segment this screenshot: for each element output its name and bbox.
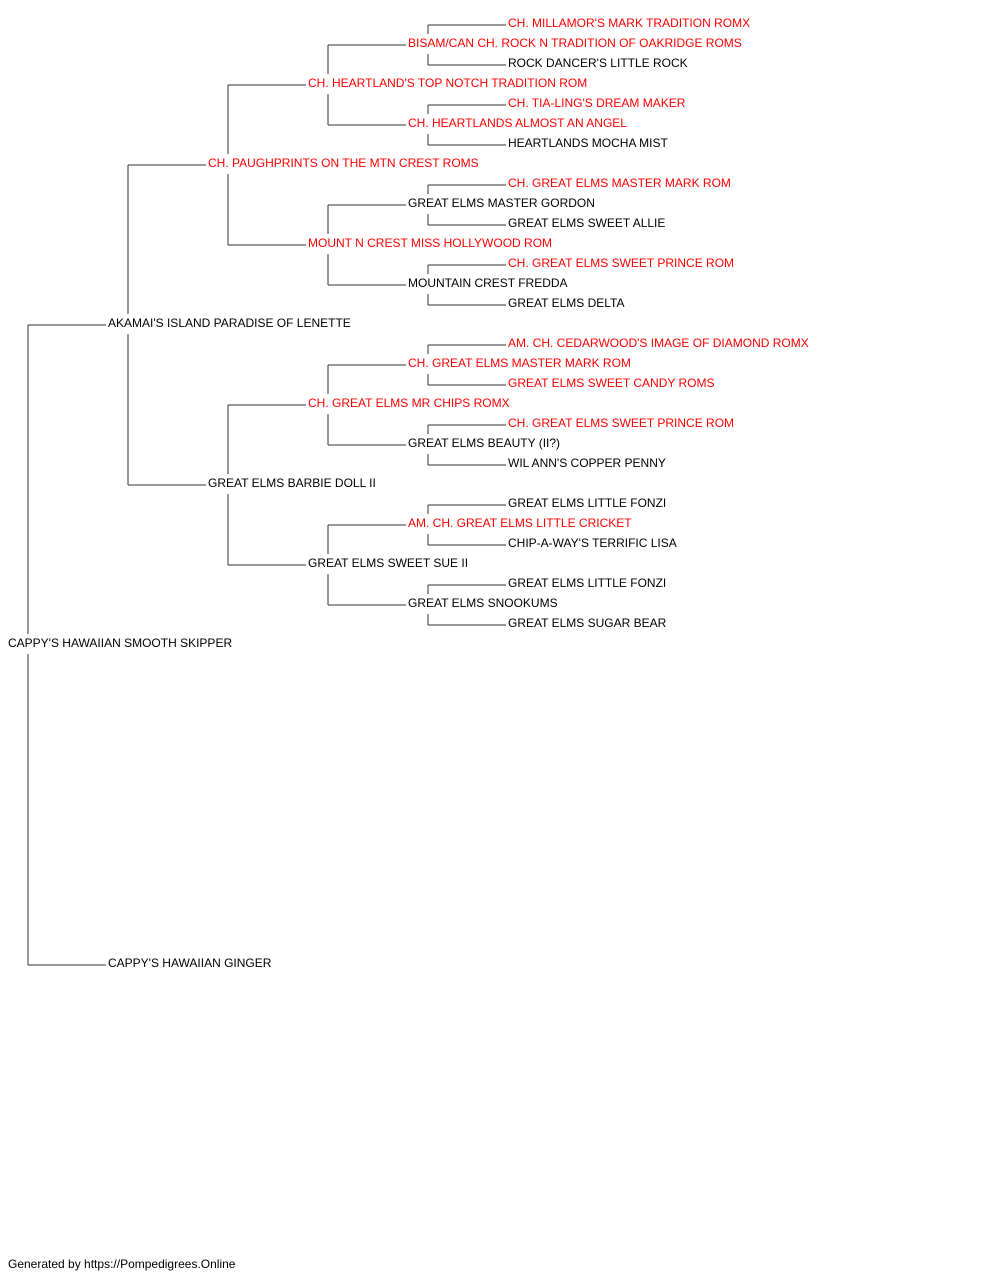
pedigree-name: CH. MILLAMOR'S MARK TRADITION ROMX xyxy=(508,16,751,30)
pedigree-name: GREAT ELMS LITTLE FONZI xyxy=(508,496,667,510)
pedigree-name: CH. TIA-LING'S DREAM MAKER xyxy=(508,96,686,110)
pedigree-name: GREAT ELMS MASTER GORDON xyxy=(408,196,595,210)
pedigree-name: CHIP-A-WAY'S TERRIFIC LISA xyxy=(508,536,677,550)
pedigree-name: CH. GREAT ELMS MASTER MARK ROM xyxy=(408,356,631,370)
pedigree-name: GREAT ELMS SUGAR BEAR xyxy=(508,616,667,630)
pedigree-name: GREAT ELMS LITTLE FONZI xyxy=(508,576,667,590)
pedigree-name: CAPPY'S HAWAIIAN SMOOTH SKIPPER xyxy=(8,636,233,650)
pedigree-name: CAPPY'S HAWAIIAN GINGER xyxy=(108,956,272,970)
pedigree-name: CH. GREAT ELMS SWEET PRINCE ROM xyxy=(508,256,735,270)
pedigree-name: CH. GREAT ELMS MR CHIPS ROMX xyxy=(308,396,510,410)
pedigree-name: MOUNTAIN CREST FREDDA xyxy=(408,276,568,290)
pedigree-name: CH. HEARTLAND'S TOP NOTCH TRADITION ROM xyxy=(308,76,588,90)
pedigree-name: AKAMAI'S ISLAND PARADISE OF LENETTE xyxy=(108,316,351,330)
pedigree-name: CH. GREAT ELMS SWEET PRINCE ROM xyxy=(508,416,735,430)
generated-by-footer: Generated by https://Pompedigrees.Online xyxy=(8,1257,236,1271)
pedigree-name: GREAT ELMS SWEET ALLIE xyxy=(508,216,666,230)
pedigree-name: CH. PAUGHPRINTS ON THE MTN CREST ROMS xyxy=(208,156,479,170)
pedigree-name: CH. HEARTLANDS ALMOST AN ANGEL xyxy=(408,116,627,130)
pedigree-name: CH. GREAT ELMS MASTER MARK ROM xyxy=(508,176,731,190)
pedigree-name: WIL ANN'S COPPER PENNY xyxy=(508,456,666,470)
pedigree-name: GREAT ELMS SWEET SUE II xyxy=(308,556,469,570)
pedigree-name: ROCK DANCER'S LITTLE ROCK xyxy=(508,56,688,70)
pedigree-name: GREAT ELMS BARBIE DOLL II xyxy=(208,476,376,490)
pedigree-name: GREAT ELMS BEAUTY (II?) xyxy=(408,436,561,450)
pedigree-name: GREAT ELMS SNOOKUMS xyxy=(408,596,558,610)
pedigree-name: AM. CH. CEDARWOOD'S IMAGE OF DIAMOND ROM… xyxy=(508,336,809,350)
pedigree-name: BISAM/CAN CH. ROCK N TRADITION OF OAKRID… xyxy=(408,36,742,50)
pedigree-name: HEARTLANDS MOCHA MIST xyxy=(508,136,668,150)
pedigree-name: GREAT ELMS DELTA xyxy=(508,296,625,310)
pedigree-name: MOUNT N CREST MISS HOLLYWOOD ROM xyxy=(308,236,553,250)
pedigree-name: AM. CH. GREAT ELMS LITTLE CRICKET xyxy=(408,516,632,530)
pedigree-name: GREAT ELMS SWEET CANDY ROMS xyxy=(508,376,715,390)
